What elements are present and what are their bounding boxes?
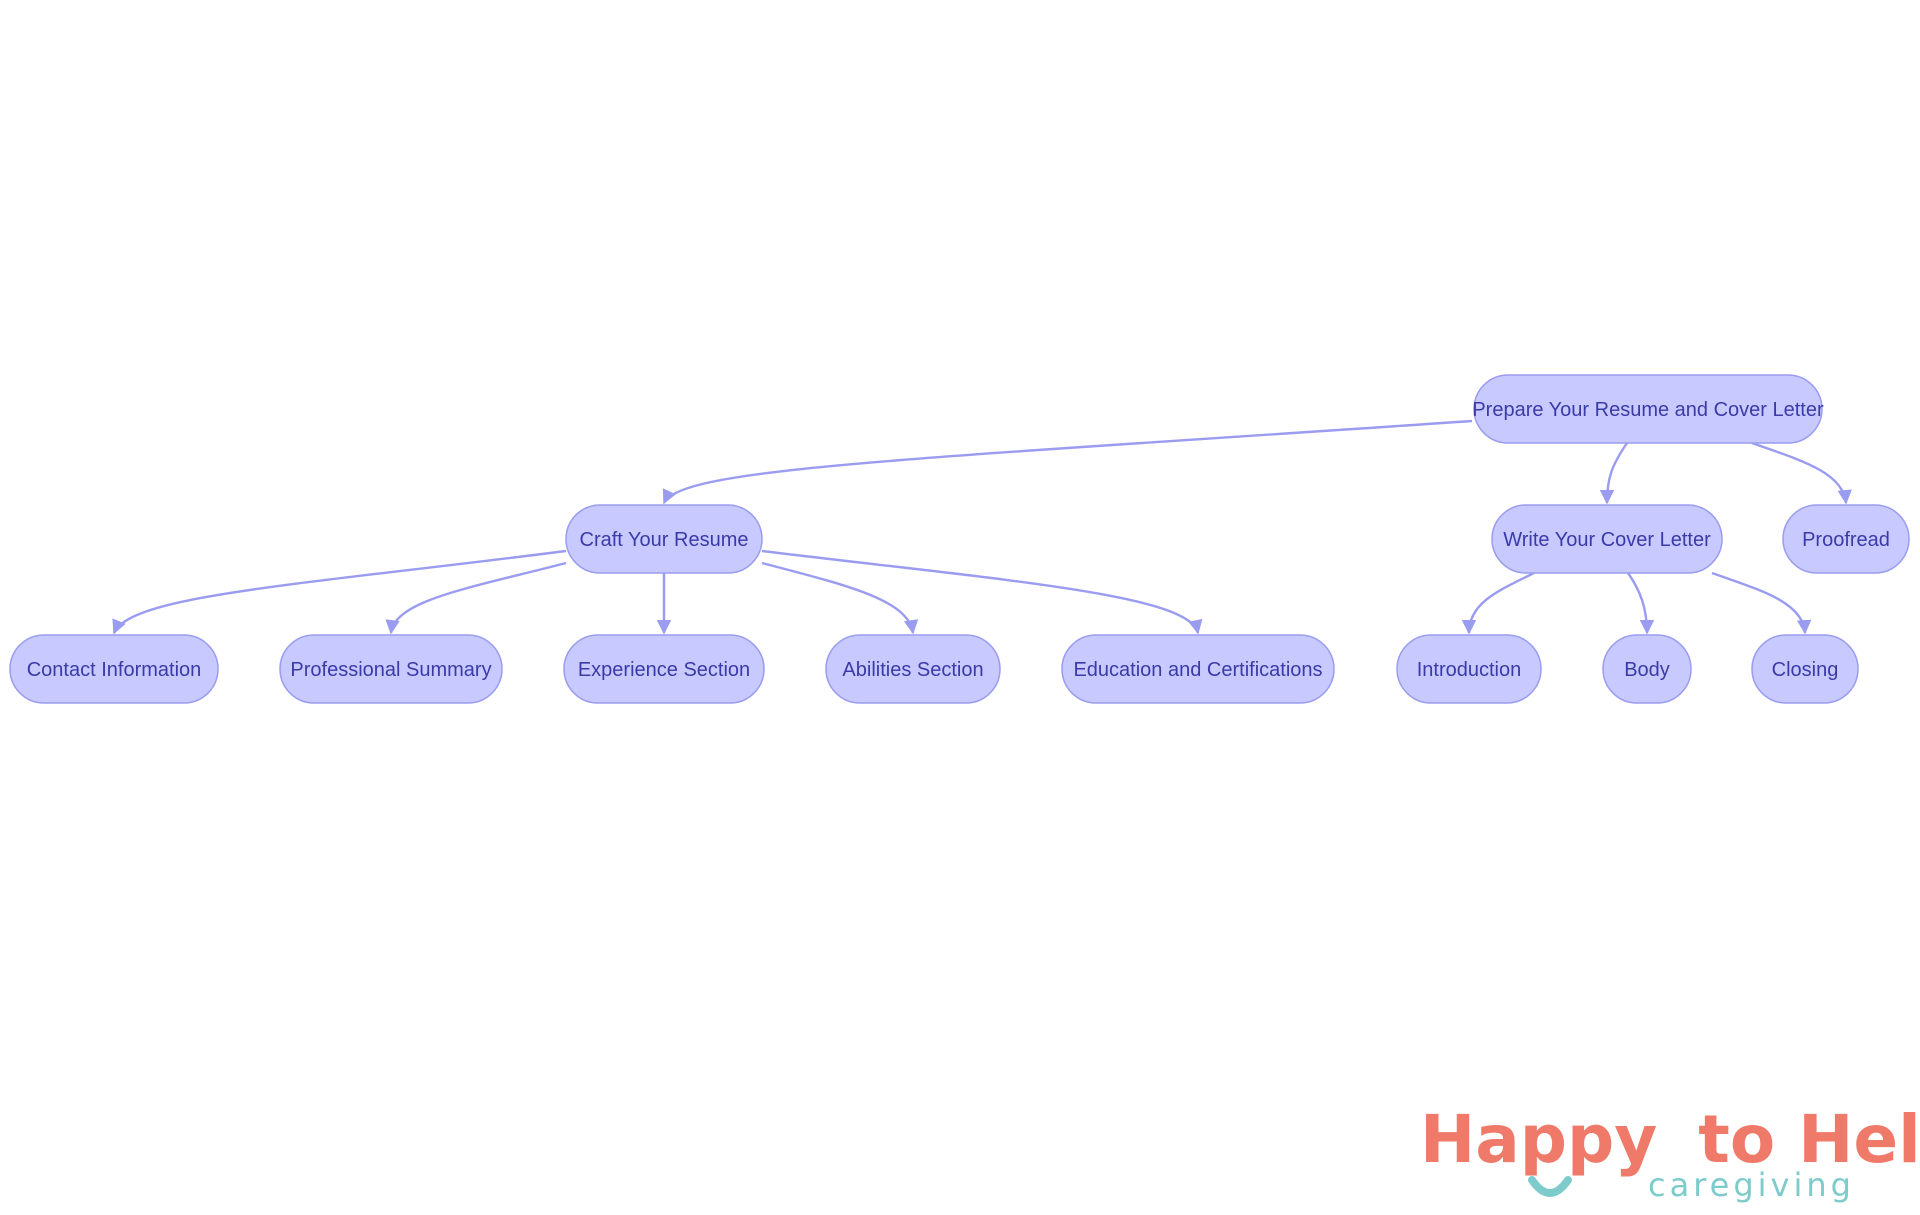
- node-shape: [565, 504, 763, 574]
- node-label: Prepare Your Resume and Cover Letter: [1472, 399, 1824, 421]
- logo-smile-icon: [1528, 1176, 1572, 1197]
- node-label: Introduction: [1417, 659, 1522, 681]
- edge-cover-to-body: [1627, 572, 1655, 635]
- node-resume[interactable]: Craft Your Resume: [565, 504, 763, 574]
- logo-title: Happy to Help: [1420, 1101, 1920, 1178]
- logo-tagline: caregiving: [1648, 1166, 1855, 1204]
- node-shape: [1491, 504, 1723, 574]
- edge-resume-to-education: [761, 549, 1203, 635]
- node-label: Education and Certifications: [1073, 659, 1322, 681]
- node-label: Professional Summary: [290, 659, 491, 681]
- node-shape: [9, 634, 219, 704]
- edges-layer: [112, 419, 1852, 635]
- node-shape: [1751, 634, 1859, 704]
- node-label: Closing: [1772, 659, 1839, 681]
- edge-root-to-cover: [1599, 442, 1628, 505]
- node-label: Experience Section: [578, 659, 750, 681]
- node-body[interactable]: Body: [1602, 634, 1692, 704]
- node-abilities[interactable]: Abilities Section: [825, 634, 1001, 704]
- logo-word-to-help: to Help: [1698, 1101, 1920, 1178]
- node-label: Abilities Section: [842, 659, 983, 681]
- node-intro[interactable]: Introduction: [1396, 634, 1542, 704]
- nodes-layer: Prepare Your Resume and Cover LetterCraf…: [9, 374, 1910, 704]
- edge-resume-to-abilities: [761, 561, 919, 635]
- node-shape: [1782, 504, 1910, 574]
- node-shape: [825, 634, 1001, 704]
- edge-cover-to-closing: [1711, 571, 1812, 635]
- node-education[interactable]: Education and Certifications: [1061, 634, 1335, 704]
- node-closing[interactable]: Closing: [1751, 634, 1859, 704]
- logo-word-happy: Happy: [1420, 1101, 1657, 1178]
- edge-resume-to-contact: [112, 549, 567, 635]
- node-root[interactable]: Prepare Your Resume and Cover Letter: [1472, 374, 1824, 444]
- edge-resume-to-summary: [385, 561, 567, 635]
- node-cover[interactable]: Write Your Cover Letter: [1491, 504, 1723, 574]
- node-contact[interactable]: Contact Information: [9, 634, 219, 704]
- node-label: Body: [1624, 659, 1670, 681]
- node-label: Write Your Cover Letter: [1503, 529, 1711, 551]
- node-shape: [1396, 634, 1542, 704]
- node-experience[interactable]: Experience Section: [563, 634, 765, 704]
- brand-logo: Happy to Help caregiving: [1420, 1101, 1920, 1204]
- edge-root-to-resume: [662, 419, 1473, 505]
- node-shape: [279, 634, 503, 704]
- node-proofread[interactable]: Proofread: [1782, 504, 1910, 574]
- node-summary[interactable]: Professional Summary: [279, 634, 503, 704]
- edge-root-to-proofread: [1751, 441, 1852, 505]
- node-shape: [563, 634, 765, 704]
- node-shape: [1602, 634, 1692, 704]
- node-shape: [1061, 634, 1335, 704]
- node-shape: [1473, 374, 1823, 444]
- node-label: Contact Information: [27, 659, 202, 681]
- node-label: Proofread: [1802, 529, 1890, 551]
- edge-cover-to-intro: [1461, 571, 1535, 635]
- node-label: Craft Your Resume: [580, 529, 749, 551]
